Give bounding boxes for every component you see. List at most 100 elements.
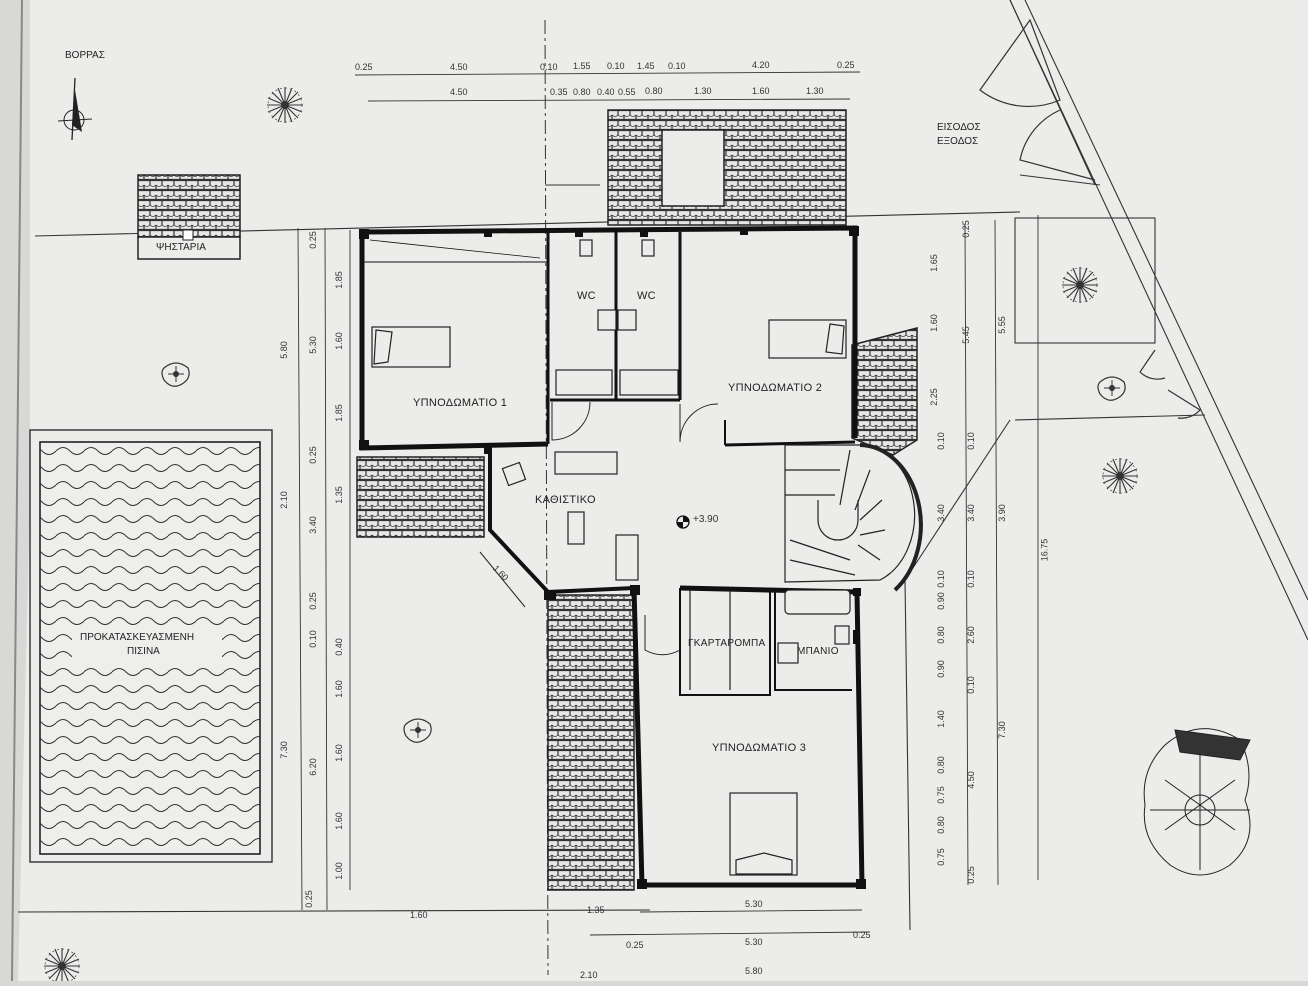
shrub-icon [1061,266,1099,304]
dim-top1-7: 4.20 [752,60,770,70]
dim-right-outer-1: 3.90 [996,504,1007,522]
room-label-bedroom-1: ΥΠΝΟΔΩΜΑΤΙΟ 1 [413,397,508,409]
dim-right-inner-4: 3.40 [935,504,946,522]
dim-right-mid-4: 0.10 [965,570,976,588]
sink-2 [617,309,637,331]
room-label-wc-1: WC [577,290,596,302]
shower-1 [555,369,613,396]
dim-right-mid-5: 2.60 [965,626,976,644]
dim-right-mid-6: 0.10 [965,676,976,694]
dim-right-inner-1: 1.60 [928,314,939,332]
dim-right-inner-7: 0.80 [935,626,946,644]
north-arrow-icon [57,77,93,141]
sink-3 [777,642,799,664]
spiral-staircase [784,443,923,592]
dim-top1-4: 0.10 [607,61,625,71]
dimension-lines [297,71,1039,936]
dim-left-outer-1: 2.10 [278,491,289,509]
dim-left-mid-4: 0.25 [307,592,318,610]
dim-left-mid-5: 0.10 [307,630,318,648]
north-label: ΒΟΡΡΑΣ [65,50,105,61]
dim-top2-5: 0.80 [645,86,663,96]
dim-top2-2: 0.80 [573,87,591,97]
dim-top1-3: 1.55 [573,61,591,71]
dim-right-mid-0: 0.25 [960,220,971,238]
pool-surround [29,429,273,863]
dim-left-mid-6: 6.20 [307,758,318,776]
dim-top2-4: 0.55 [618,87,636,97]
sofa [554,451,618,475]
dim-right-outer-0: 5.55 [996,316,1007,334]
room-label-bedroom-2: ΥΠΝΟΔΩΜΑΤΙΟ 2 [728,382,823,394]
level-marker-icon [676,515,690,529]
dim-bottom-3: 0.25 [626,940,644,950]
dim-right-inner-10: 0.80 [935,756,946,774]
dim-right-total: 16.75 [1039,538,1050,562]
dim-left-mid-7: 0.25 [303,890,314,908]
dim-right-inner-12: 0.80 [935,816,946,834]
dim-top1-5: 1.45 [637,61,655,71]
paper-sheet [18,0,1308,981]
dim-right-inner-5: 0.10 [935,570,946,588]
dim-bottom-2: 5.30 [745,899,763,909]
dim-bottom-4: 5.30 [745,937,763,947]
site-boundary [17,0,1308,931]
room-label-wardrobe: ΓΚΑΡΤΑΡΟΜΠΑ [688,638,766,649]
sink-1 [597,309,617,331]
dim-left-inner-0: 1.85 [333,271,344,289]
toilet-2 [641,239,655,257]
room-label-bedroom-3: ΥΠΝΟΔΩΜΑΤΙΟ 3 [712,742,807,754]
dim-right-inner-11: 0.75 [935,786,946,804]
dim-right-outer-2: 7.30 [996,721,1007,739]
entrance-label: ΕΙΣΟΔΟΣ [937,122,981,133]
dim-left-outer-0: 5.80 [278,341,289,359]
dim-left-mid-0: 0.25 [307,231,318,249]
exit-label: ΕΞΟΔΟΣ [937,136,979,147]
pool-label-line2: ΠΙΣΙΝΑ [127,646,160,657]
coffee-table [567,511,585,545]
dim-top2-1: 0.35 [550,87,568,97]
diagonal-dimension-line [479,551,526,608]
dim-left-inner-4: 0.40 [333,638,344,656]
pool-label-line1: ΠΡΟΚΑΤΑΣΚΕΥΑΣΜΕΝΗ [80,632,195,643]
room-label-wc-2: WC [637,290,656,302]
roof-tiles-west [356,456,485,538]
toilet-3 [834,625,850,645]
dim-top1-1: 4.50 [450,62,468,72]
dim-top1-0: 0.25 [355,62,373,72]
dim-right-mid-8: 0.25 [965,866,976,884]
dim-top2-8: 1.30 [806,86,824,96]
dim-right-inner-3: 0.10 [935,432,946,450]
roof-tiles-east [851,327,918,456]
pergola-label: ΨΗΣΤΑΡΙΑ [156,242,206,253]
dim-left-inner-3: 1.35 [333,486,344,504]
doors [551,401,719,656]
dim-top2-0: 4.50 [450,87,468,97]
shrub-icon [266,86,304,124]
columns [359,226,866,889]
armchair [615,534,639,581]
dim-right-inner-8: 0.90 [935,660,946,678]
room-label-living: ΚΑΘΙΣΤΙΚΟ [535,494,596,506]
level-mark-label: +3.90 [693,514,719,525]
dim-bottom-5: 0.25 [853,930,871,940]
shrub-icon [1101,457,1139,495]
dim-top1-8: 0.25 [837,60,855,70]
pergola-roof [137,174,241,238]
dim-left-inner-6: 1.60 [333,744,344,762]
dim-right-mid-1: 5.45 [960,326,971,344]
dim-top2-6: 1.30 [694,86,712,96]
dim-left-mid-3: 3.40 [307,516,318,534]
dim-left-mid-1: 5.30 [307,336,318,354]
furniture [371,239,851,876]
dim-right-inner-0: 1.65 [928,254,939,272]
dim-right-inner-9: 1.40 [935,710,946,728]
dim-bottom-7: 5.80 [745,966,763,976]
dim-right-mid-2: 0.10 [965,432,976,450]
dim-left-inner-2: 1.85 [333,404,344,422]
entrance-gates [979,18,1201,419]
paper-fold [11,0,23,982]
dim-left-mid-2: 0.25 [307,446,318,464]
